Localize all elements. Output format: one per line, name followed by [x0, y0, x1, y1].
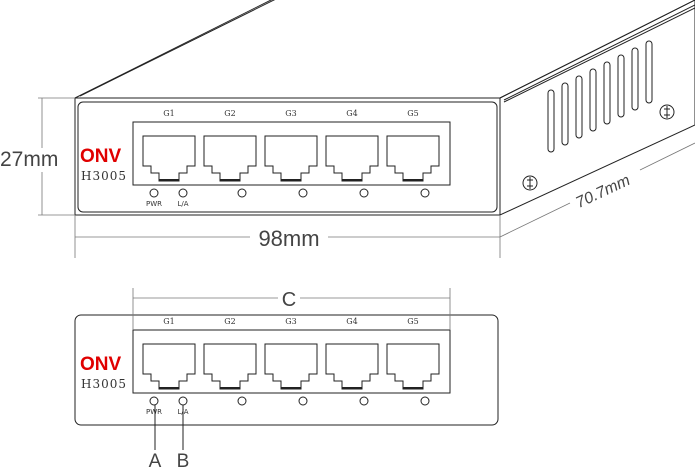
callout-c-label: C: [282, 289, 296, 311]
front-panel: [74, 97, 501, 216]
screw-icon: [659, 104, 675, 120]
port-label: G4: [346, 109, 357, 118]
led-indicator: [420, 188, 430, 198]
led-indicator: [237, 188, 247, 198]
width-label: 98mm: [258, 226, 319, 251]
port-label: G4: [346, 317, 357, 326]
port-label: G3: [285, 317, 296, 326]
led-indicator: [359, 396, 369, 406]
pwr-led-label: PWR: [146, 200, 162, 208]
led-indicator: [420, 396, 430, 406]
model-label: H3005: [81, 169, 127, 183]
port-label: G2: [224, 317, 235, 326]
port-label: G1: [163, 317, 174, 326]
ethernet-port[interactable]: [203, 343, 257, 390]
led-indicator: [149, 396, 159, 406]
height-label: 27mm: [0, 148, 58, 171]
top-face: [74, 0, 695, 99]
model-label: H3005: [81, 377, 127, 391]
port-label: G5: [407, 317, 418, 326]
depth-label: 70.7mm: [573, 172, 633, 212]
led-indicator: [298, 188, 308, 198]
side-face: [499, 0, 695, 216]
front-panel: [74, 314, 499, 426]
vent-slot: [561, 82, 569, 146]
callout-c: C: [132, 288, 451, 330]
callout-b-label: B: [177, 451, 190, 468]
led-indicator: [359, 188, 369, 198]
brand-logo: ONV: [80, 146, 122, 167]
port-block: [132, 329, 451, 394]
pwr-led-label: PWR: [146, 408, 162, 416]
port-label: G3: [285, 109, 296, 118]
callout-a: A: [149, 405, 162, 468]
callout-a-label: A: [149, 451, 162, 468]
ethernet-port[interactable]: [142, 343, 196, 390]
width-dimension: 98mm: [74, 215, 501, 258]
port-block: [132, 121, 451, 186]
led-indicator: [178, 396, 188, 406]
ventilation-slots: [547, 40, 653, 153]
ethernet-port[interactable]: [325, 343, 379, 390]
vent-slot: [575, 75, 583, 139]
led-indicator: [237, 396, 247, 406]
ethernet-port[interactable]: [264, 343, 318, 390]
ethernet-port[interactable]: [325, 135, 379, 182]
la-led-label: L/A: [177, 200, 188, 208]
port-label: G1: [163, 109, 174, 118]
ethernet-port[interactable]: [203, 135, 257, 182]
ethernet-port[interactable]: [142, 135, 196, 182]
ethernet-port[interactable]: [386, 343, 440, 390]
vent-slot: [631, 47, 639, 111]
vent-slot: [589, 68, 597, 132]
height-dimension: 27mm: [0, 97, 75, 216]
vent-slot: [617, 54, 625, 118]
callout-b: B: [177, 405, 190, 468]
vent-slot: [603, 61, 611, 125]
screw-icon: [522, 175, 538, 191]
led-indicator: [178, 188, 188, 198]
vent-slot: [547, 89, 555, 153]
vent-slot: [645, 40, 653, 104]
led-indicator: [298, 396, 308, 406]
brand-logo: ONV: [80, 354, 122, 375]
port-label: G2: [224, 109, 235, 118]
ethernet-port[interactable]: [264, 135, 318, 182]
port-label: G5: [407, 109, 418, 118]
led-indicator: [149, 188, 159, 198]
ethernet-port[interactable]: [386, 135, 440, 182]
